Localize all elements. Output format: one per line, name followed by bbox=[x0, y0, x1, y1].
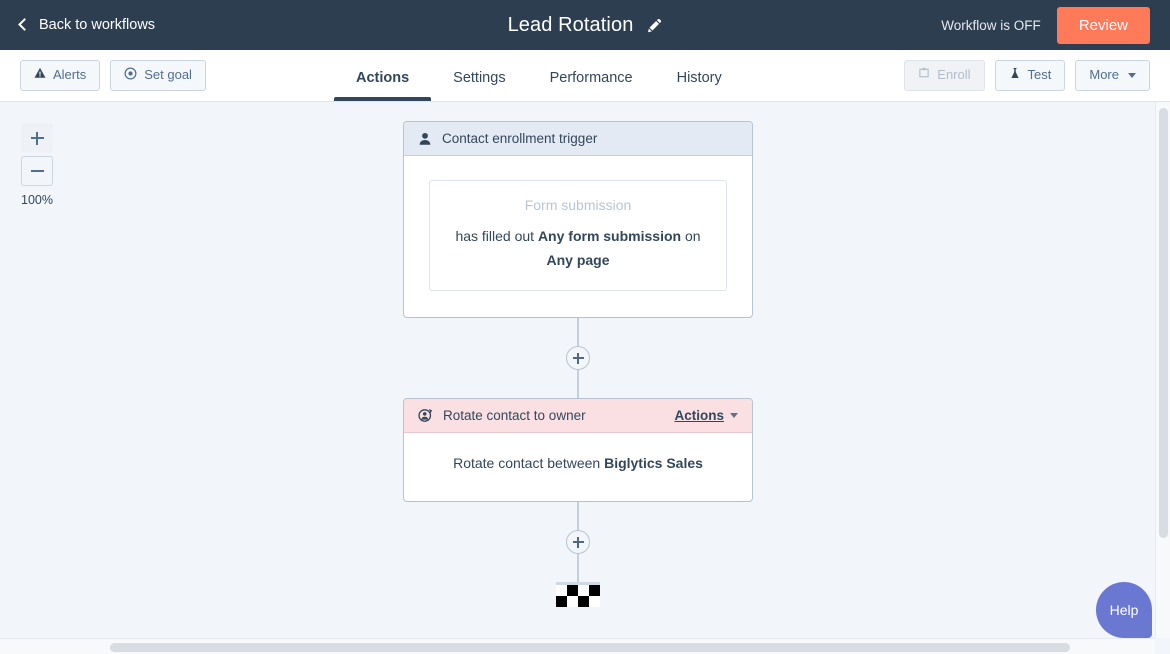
vertical-scrollbar[interactable] bbox=[1155, 102, 1170, 638]
top-bar-right: Workflow is OFF Review bbox=[941, 0, 1170, 50]
toolbar-left-group: Alerts Set goal bbox=[20, 59, 206, 92]
enroll-label: Enroll bbox=[937, 67, 971, 83]
workflow-end-marker bbox=[403, 582, 753, 607]
pencil-icon[interactable] bbox=[647, 18, 662, 33]
action-card-title: Rotate contact to owner bbox=[443, 408, 586, 423]
flag-cell bbox=[567, 585, 578, 596]
tab-history[interactable]: History bbox=[676, 70, 722, 86]
flag-cell bbox=[589, 596, 600, 607]
trigger-filter-sentence: has filled out Any form submission on An… bbox=[444, 224, 712, 272]
target-icon bbox=[124, 67, 137, 85]
zoom-controls: 100% bbox=[21, 123, 53, 207]
back-to-workflows-link[interactable]: Back to workflows bbox=[18, 17, 156, 33]
action-body-prefix: Rotate contact between bbox=[453, 455, 605, 471]
more-button[interactable]: More bbox=[1075, 60, 1150, 91]
more-label: More bbox=[1089, 67, 1119, 83]
add-step-button-1[interactable] bbox=[566, 346, 590, 370]
zoom-out-button[interactable] bbox=[21, 156, 53, 186]
contact-person-icon bbox=[418, 132, 432, 146]
alerts-button[interactable]: Alerts bbox=[20, 59, 101, 92]
flag-cell bbox=[589, 585, 600, 596]
flag-cell bbox=[578, 585, 589, 596]
caret-down-icon[interactable] bbox=[730, 413, 738, 418]
trigger-card-body: Form submission has filled out Any form … bbox=[404, 156, 752, 317]
trigger-filter-label: Form submission bbox=[524, 197, 632, 213]
zoom-level-label: 100% bbox=[21, 193, 53, 207]
chevron-left-icon bbox=[18, 18, 31, 31]
top-bar: Back to workflows Lead Rotation Workflow… bbox=[0, 0, 1170, 50]
workflow-title-group: Lead Rotation bbox=[0, 14, 1170, 37]
test-button[interactable]: Test bbox=[994, 60, 1066, 91]
action-card-actions-link[interactable]: Actions bbox=[674, 408, 724, 423]
test-label: Test bbox=[1027, 67, 1052, 83]
horizontal-scrollbar-thumb[interactable] bbox=[110, 643, 1070, 652]
vertical-scrollbar-thumb[interactable] bbox=[1159, 108, 1168, 538]
enroll-button[interactable]: Enroll bbox=[904, 60, 985, 91]
connector-1 bbox=[403, 318, 753, 398]
toolbar-right-group: Enroll Test More bbox=[904, 60, 1150, 91]
connector-2 bbox=[403, 502, 753, 582]
plus-icon bbox=[30, 131, 44, 145]
add-step-button-2[interactable] bbox=[566, 530, 590, 554]
workflow-flow: Contact enrollment trigger Form submissi… bbox=[403, 121, 753, 607]
review-button[interactable]: Review bbox=[1056, 6, 1150, 44]
tab-settings[interactable]: Settings bbox=[453, 70, 506, 86]
back-to-workflows-label: Back to workflows bbox=[39, 17, 156, 33]
status-badge: Workflow is OFF bbox=[941, 17, 1041, 33]
contact-enrollment-trigger-card[interactable]: Contact enrollment trigger Form submissi… bbox=[403, 121, 753, 318]
flag-cell bbox=[567, 596, 578, 607]
enroll-icon bbox=[918, 67, 930, 84]
trigger-filter-box[interactable]: Form submission has filled out Any form … bbox=[429, 180, 727, 291]
caret-down-icon bbox=[1128, 72, 1136, 78]
trigger-card-title: Contact enrollment trigger bbox=[442, 131, 598, 146]
set-goal-button[interactable]: Set goal bbox=[110, 59, 206, 92]
minus-icon bbox=[30, 165, 44, 178]
flag-cell bbox=[556, 596, 567, 607]
secondary-toolbar: Alerts Set goal Actions Settings Perform… bbox=[0, 50, 1170, 102]
zoom-in-button[interactable] bbox=[21, 123, 53, 153]
rotate-contact-icon bbox=[418, 408, 433, 423]
tab-bar: Actions Settings Performance History bbox=[334, 49, 744, 101]
horizontal-scrollbar[interactable] bbox=[0, 638, 1155, 654]
action-body-bold: Biglytics Sales bbox=[604, 455, 703, 471]
trigger-sentence-middle: on bbox=[681, 228, 701, 244]
page-title: Lead Rotation bbox=[507, 13, 634, 36]
plus-icon bbox=[572, 352, 584, 364]
workflow-canvas[interactable]: 100% Contact enrollment trigger Form sub… bbox=[0, 102, 1170, 654]
flag-cell bbox=[578, 596, 589, 607]
trigger-card-header: Contact enrollment trigger bbox=[404, 122, 752, 156]
warning-triangle-icon bbox=[34, 67, 46, 84]
plus-icon bbox=[572, 536, 584, 548]
tab-performance[interactable]: Performance bbox=[549, 70, 633, 86]
trigger-sentence-bold-2: Any page bbox=[546, 252, 610, 268]
trigger-sentence-prefix: has filled out bbox=[455, 228, 538, 244]
flask-icon bbox=[1009, 67, 1021, 84]
help-button[interactable]: Help bbox=[1096, 582, 1152, 638]
action-card-body: Rotate contact between Biglytics Sales bbox=[404, 433, 752, 501]
tab-actions[interactable]: Actions bbox=[334, 70, 432, 101]
rotate-contact-action-card[interactable]: Rotate contact to owner Actions Rotate c… bbox=[403, 398, 753, 502]
action-card-header: Rotate contact to owner Actions bbox=[404, 399, 752, 433]
checkered-flag-icon bbox=[556, 582, 600, 607]
alerts-label: Alerts bbox=[53, 67, 87, 83]
flag-cell bbox=[556, 585, 567, 596]
set-goal-label: Set goal bbox=[144, 67, 192, 83]
trigger-sentence-bold-1: Any form submission bbox=[537, 228, 682, 244]
